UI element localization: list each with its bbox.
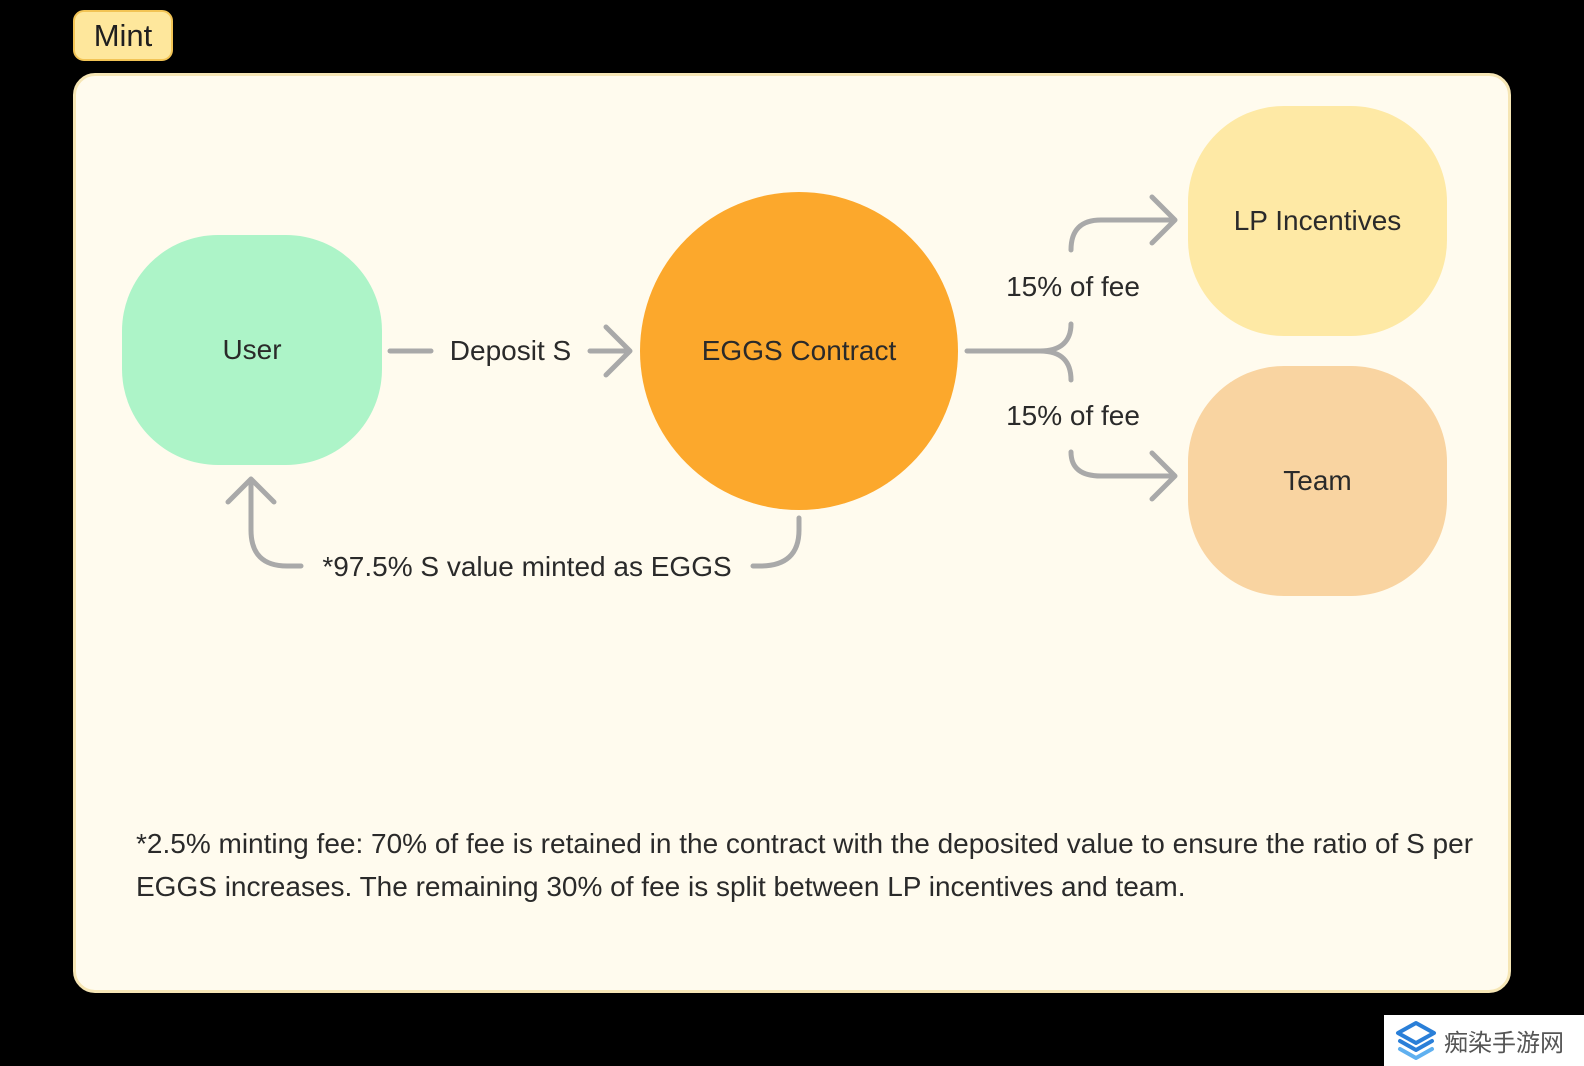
- fee-to-lp-label: 15% of fee: [1006, 271, 1140, 302]
- mint-badge: Mint: [73, 10, 173, 61]
- user-node-label: User: [222, 334, 282, 365]
- fee-to-team-label: 15% of fee: [1006, 400, 1140, 431]
- user-node: User: [122, 235, 382, 465]
- minted-back-label: *97.5% S value minted as EGGS: [322, 551, 732, 582]
- lp-incentives-label: LP Incentives: [1233, 205, 1402, 236]
- lp-incentives-node: LP Incentives: [1188, 106, 1447, 336]
- team-node-label: Team: [1283, 465, 1352, 496]
- mint-badge-label: Mint: [93, 17, 153, 53]
- eggs-contract-node: EGGS Contract: [640, 192, 958, 510]
- watermark-text: 痴染手游网: [1444, 1029, 1564, 1057]
- stacked-layers-icon: [1396, 1020, 1436, 1060]
- team-node: Team: [1188, 366, 1447, 596]
- watermark: 痴染手游网: [1384, 1015, 1584, 1066]
- footnote: *2.5% minting fee: 70% of fee is retaine…: [136, 828, 1474, 902]
- deposit-label: Deposit S: [449, 335, 572, 366]
- eggs-contract-label: EGGS Contract: [701, 335, 897, 366]
